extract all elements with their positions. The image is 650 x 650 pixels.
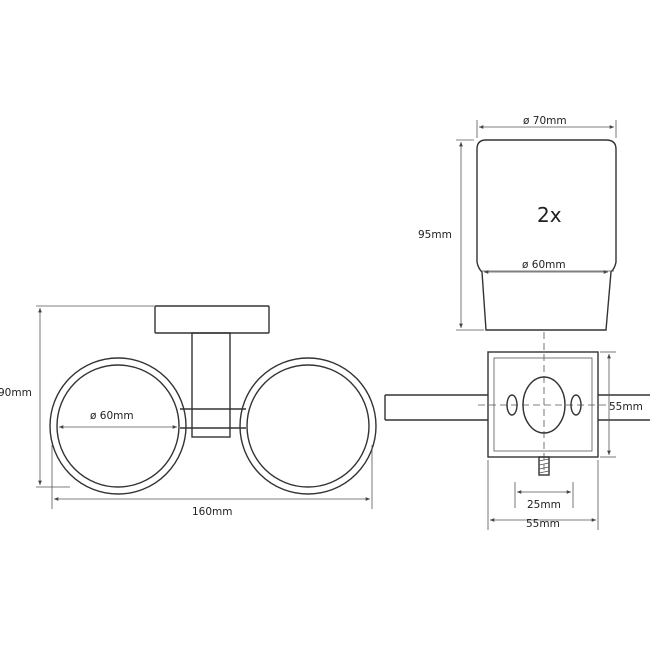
mount-plate-view: 55mm 25mm 55mm — [384, 332, 650, 530]
hole-spacing-label: 25mm — [527, 499, 561, 511]
cup-top-diameter-label: ø 70mm — [523, 115, 567, 127]
front-height-label: 90mm — [0, 387, 32, 399]
side-rod — [384, 394, 650, 421]
left-ring — [49, 357, 187, 495]
front-width-label: 160mm — [192, 506, 233, 518]
screw-hole-right — [570, 394, 582, 416]
cup-height-label: 95mm — [418, 229, 452, 241]
set-screw — [538, 456, 550, 476]
right-ring — [239, 357, 377, 495]
front-view: 90mm ø 60mm 160mm — [0, 305, 377, 518]
center-hole — [522, 376, 566, 434]
cup-bottom-diameter-label: ø 60mm — [522, 259, 566, 271]
cup-quantity-label: 2x — [537, 203, 562, 227]
plate-width-label: 55mm — [526, 518, 560, 530]
screw-hole-left — [506, 394, 518, 416]
support-post — [191, 332, 231, 438]
plate-height-label: 55mm — [609, 401, 643, 413]
wall-mount-cap — [154, 305, 270, 334]
ring-diameter-label: ø 60mm — [90, 410, 134, 422]
cup-outline — [476, 139, 617, 331]
cup-view: ø 70mm 2x ø 60mm 95mm — [418, 115, 617, 331]
